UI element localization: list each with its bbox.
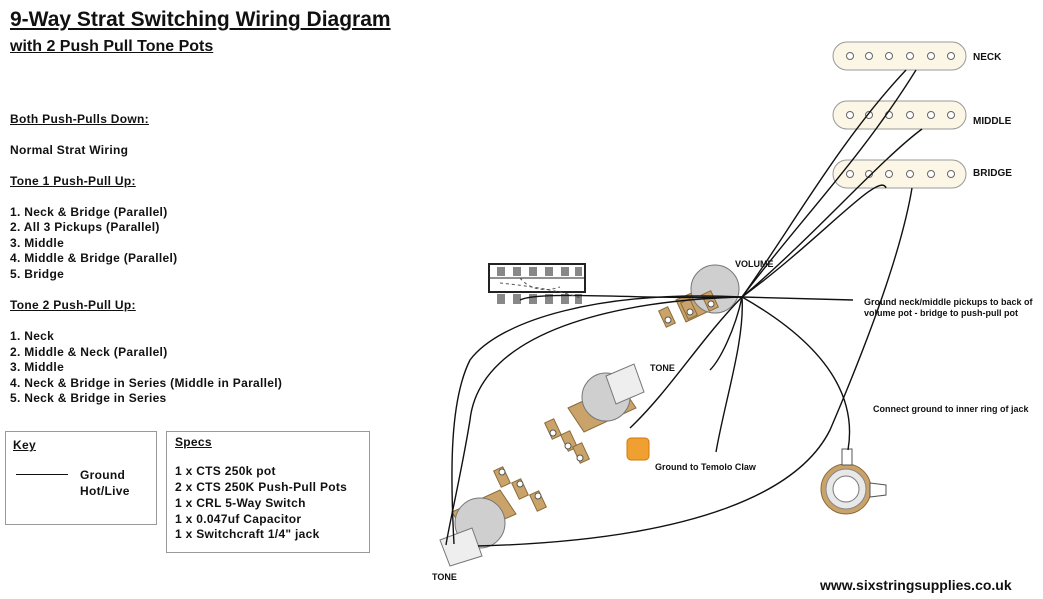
tone2-item: 3. Middle — [10, 360, 65, 374]
tone2-item: 1. Neck — [10, 329, 55, 343]
tone1-item: 3. Middle — [10, 236, 65, 250]
tone2-item: 4. Neck & Bridge in Series (Middle in Pa… — [10, 376, 283, 390]
tone1-item: 1. Neck & Bridge (Parallel) — [10, 205, 168, 219]
volume-pot — [658, 264, 740, 328]
tone1-header: Tone 1 Push-Pull Up: — [10, 174, 136, 188]
ground-wires — [445, 69, 923, 547]
specs-box: Specs 1 x CTS 250k pot 2 x CTS 250K Push… — [166, 431, 370, 553]
bridge-label: BRIDGE — [973, 168, 1012, 179]
tone-lower-label: TONE — [432, 572, 457, 582]
bridge-pickup — [832, 159, 967, 189]
switch-jumpers — [499, 277, 581, 299]
middle-label: MIDDLE — [973, 116, 1012, 127]
ground-pickups-note-line2: volume pot - bridge to push-pull pot — [864, 308, 1018, 318]
both-down-header: Both Push-Pulls Down: — [10, 112, 149, 126]
tone2-item: 5. Neck & Bridge in Series — [10, 391, 167, 405]
tone-pot-lower — [439, 466, 547, 567]
five-way-switch — [488, 263, 586, 304]
specs-title: Specs — [175, 435, 212, 449]
ground-jack-note: Connect ground to inner ring of jack — [873, 404, 1029, 414]
ground-line-swatch — [16, 474, 68, 475]
output-jack — [820, 448, 887, 515]
tone2-header: Tone 2 Push-Pull Up: — [10, 298, 136, 312]
tone-upper-label: TONE — [650, 363, 675, 373]
volume-label: VOLUME — [735, 259, 774, 269]
spec-item: 1 x CRL 5-Way Switch — [175, 496, 306, 510]
neck-label: NECK — [973, 52, 1002, 63]
spec-item: 1 x CTS 250k pot — [175, 464, 276, 478]
key-box: Key Ground Hot/Live — [5, 431, 157, 525]
tone-pot-upper — [544, 363, 645, 464]
diagram-title: 9-Way Strat Switching Wiring Diagram — [10, 8, 391, 31]
ground-claw-note: Ground to Temolo Claw — [655, 462, 756, 472]
key-title: Key — [13, 438, 36, 452]
neck-pickup — [832, 41, 967, 71]
both-down-text: Normal Strat Wiring — [10, 143, 129, 157]
tone2-item: 2. Middle & Neck (Parallel) — [10, 345, 168, 359]
website-url: www.sixstringsupplies.co.uk — [820, 577, 1012, 593]
spec-item: 1 x 0.047uf Capacitor — [175, 512, 302, 526]
ground-pickups-note-line1: Ground neck/middle pickups to back of — [864, 297, 1033, 307]
key-hot: Hot/Live — [80, 484, 130, 498]
diagram-subtitle: with 2 Push Pull Tone Pots — [10, 38, 214, 55]
middle-pickup — [832, 100, 967, 130]
tone1-item: 2. All 3 Pickups (Parallel) — [10, 220, 160, 234]
spec-item: 1 x Switchcraft 1/4" jack — [175, 527, 320, 541]
spec-item: 2 x CTS 250K Push-Pull Pots — [175, 480, 348, 494]
tone1-item: 5. Bridge — [10, 267, 65, 281]
tone1-item: 4. Middle & Bridge (Parallel) — [10, 251, 178, 265]
key-ground: Ground — [80, 468, 126, 482]
capacitor — [626, 437, 650, 461]
